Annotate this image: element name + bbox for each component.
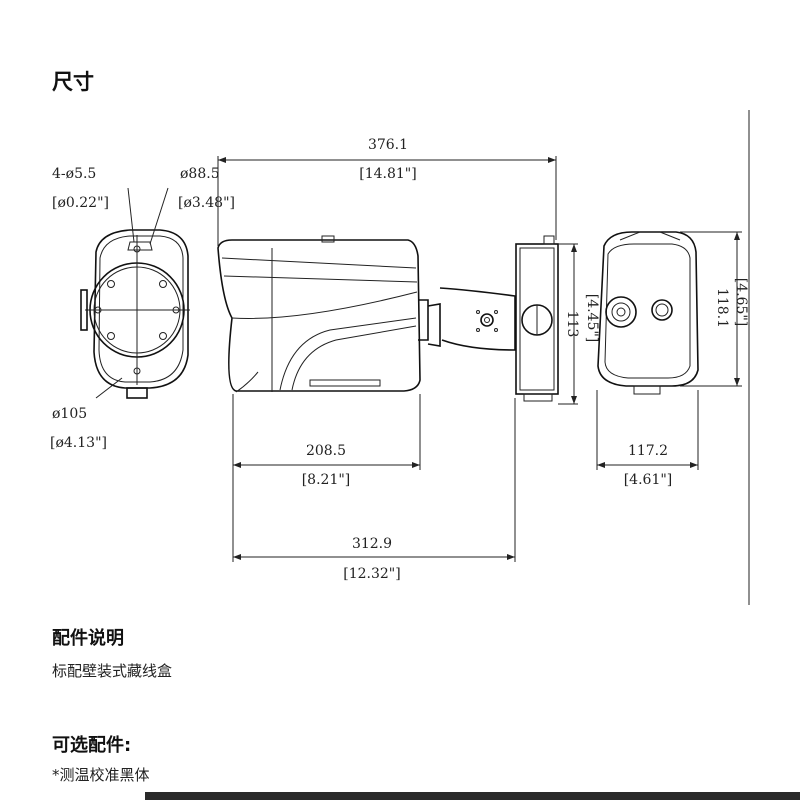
dim-overall-length xyxy=(217,156,557,246)
accessory-item: 标配壁装式藏线盒 xyxy=(52,662,173,680)
bottom-edge-bar xyxy=(145,792,800,800)
dim-pcd-mm: ø88.5 xyxy=(180,166,220,182)
side-view xyxy=(217,235,559,402)
dim-box-height xyxy=(558,243,578,405)
dim-front-height-inch: [4.65"] xyxy=(733,278,749,327)
front-view xyxy=(597,231,699,395)
dim-box-height-mm: 113 xyxy=(564,311,580,338)
dim-housing-length xyxy=(232,394,421,470)
dim-hole-inch: [ø0.22"] xyxy=(52,195,109,211)
dim-base-inch: [ø4.13"] xyxy=(50,435,107,451)
section-title-dimensions: 尺寸 xyxy=(52,70,94,94)
dim-box-height-inch: [4.45"] xyxy=(584,294,600,343)
dim-overall-length-inch: [14.81"] xyxy=(359,166,416,182)
dim-body-inch: [12.32"] xyxy=(343,566,400,582)
dim-front-width-mm: 117.2 xyxy=(628,443,668,459)
section-title-accessories: 配件说明 xyxy=(52,628,124,649)
dim-front-width xyxy=(596,390,699,470)
section-title-optional: 可选配件: xyxy=(52,735,132,756)
dim-front-height xyxy=(680,231,742,387)
optional-item: *测温校准黑体 xyxy=(52,766,150,784)
dim-base-mm: ø105 xyxy=(52,406,87,422)
dim-body-length xyxy=(232,398,516,562)
dim-front-width-inch: [4.61"] xyxy=(624,472,673,488)
dim-housing-mm: 208.5 xyxy=(306,443,346,459)
dim-hole-mm: 4-ø5.5 xyxy=(52,166,96,182)
dim-overall-length-mm: 376.1 xyxy=(368,137,408,153)
dim-front-height-mm: 118.1 xyxy=(714,288,730,328)
dim-body-mm: 312.9 xyxy=(352,536,392,552)
dim-pcd-inch: [ø3.48"] xyxy=(178,195,235,211)
dim-housing-inch: [8.21"] xyxy=(302,472,351,488)
rear-view xyxy=(80,187,190,399)
